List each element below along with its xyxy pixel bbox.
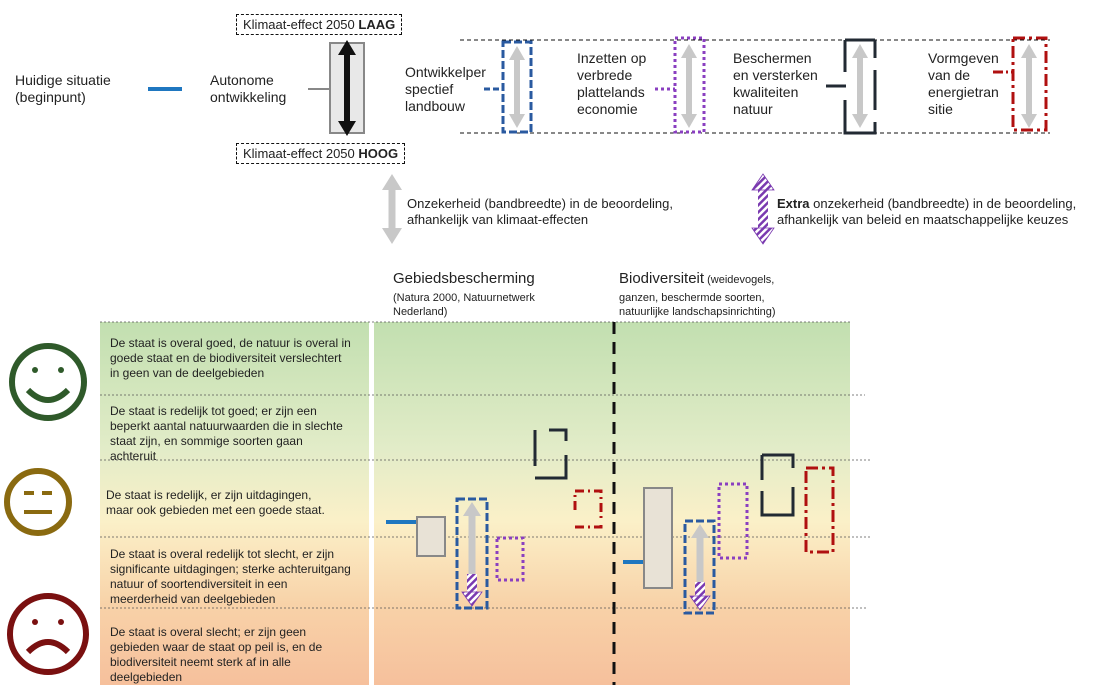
legend-landbouw-box <box>501 40 533 134</box>
legend-natuur-label: Beschermen en versterken kwaliteiten nat… <box>733 50 818 117</box>
smiley-sad-icon <box>7 593 89 675</box>
col2-platteland-box <box>717 482 749 560</box>
extra-uncertainty-arrow <box>758 186 768 232</box>
col1-natuur-box <box>533 428 568 480</box>
legend-landbouw-label: Ontwikkelper spectief landbouw <box>405 64 486 114</box>
legend-platteland-label: Inzetten op verbrede plattelands economi… <box>577 50 647 117</box>
assessment-background <box>100 322 850 685</box>
col2-landbouw-box <box>683 519 716 615</box>
climate-high-label: Klimaat-effect 2050 HOOG <box>236 143 406 164</box>
col2-natuur-box <box>760 453 795 517</box>
legend-natuur-box <box>843 38 877 135</box>
col1-subtitle: (Natura 2000, Natuurnetwerk Nederland) <box>393 292 535 318</box>
column-biodiversiteit: Biodiversiteit (weidevogels, ganzen, bes… <box>619 270 776 319</box>
column-gebiedsbescherming: Gebiedsbescherming (Natura 2000, Natuurn… <box>393 270 535 319</box>
legend-energie-box <box>1011 36 1048 132</box>
zone-fair-good-text: De staat is redelijk tot goed; er zijn e… <box>110 404 343 463</box>
smiley-happy-icon <box>9 343 87 421</box>
legend-platteland-box <box>673 36 706 134</box>
climate-uncertainty-label: Onzekerheid (bandbreedte) in de beoordel… <box>407 196 673 227</box>
zone-fair-poor-text: De staat is overal redelijk tot slecht, … <box>110 547 351 606</box>
col1-landbouw-box <box>455 497 489 610</box>
zone-good-text: De staat is overal goed, de natuur is ov… <box>110 336 351 380</box>
legend-energie-label: Vormgeven van de energietran sitie <box>928 50 999 117</box>
text-column-divider <box>369 322 374 685</box>
col2-title: Biodiversiteit (weidevogels, <box>619 270 775 287</box>
extra-uncertainty-label: Extra onzekerheid (bandbreedte) in de be… <box>777 196 1077 227</box>
legend-autonomous-label: Autonome ontwikkeling <box>210 72 287 105</box>
climate-low-label: Klimaat-effect 2050 LAAG <box>236 14 403 35</box>
col2-energie-box <box>804 466 835 554</box>
legend-current-label: Huidige situatie (beginpunt) <box>15 72 111 105</box>
col1-platteland-box <box>495 536 525 582</box>
col2-autonomous-box <box>643 487 673 589</box>
col1-energie-box <box>573 489 603 529</box>
col1-title: Gebiedsbescherming <box>393 270 535 287</box>
zone-poor-text: De staat is overal slecht; er zijn geen … <box>110 625 323 684</box>
col2-subtitle: ganzen, beschermde soorten, natuurlijke … <box>619 292 776 318</box>
col1-autonomous-box <box>416 516 446 557</box>
smiley-neutral-icon <box>4 468 72 536</box>
zone-fair-text: De staat is redelijk, er zijn uitdaginge… <box>106 488 325 517</box>
zone-boundaries <box>100 321 870 609</box>
